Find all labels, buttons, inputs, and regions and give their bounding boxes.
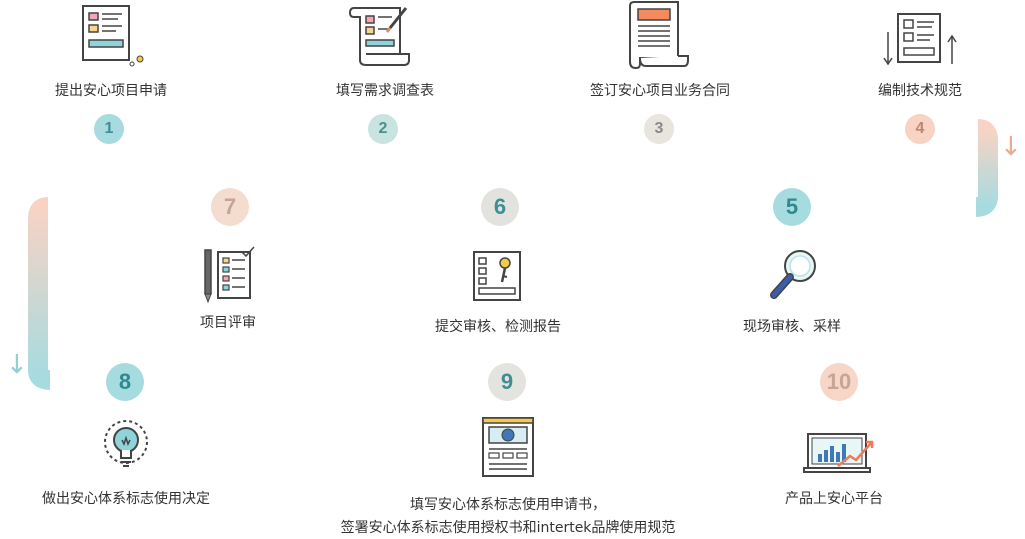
laptop-chart-icon	[803, 433, 874, 473]
step-label: 编制技术规范	[878, 83, 962, 99]
step-number: 8	[106, 363, 144, 401]
step-number: 7	[211, 188, 249, 226]
step-number: 10	[820, 363, 858, 401]
step-number: 5	[773, 188, 811, 226]
form-document-icon	[82, 5, 144, 67]
step-label: 提出安心项目申请	[55, 83, 167, 99]
contract-scroll-icon	[629, 1, 689, 70]
step-label-line1: 填写安心体系标志使用申请书，	[410, 497, 606, 513]
step-number: 3	[644, 114, 674, 144]
step-number: 2	[368, 114, 398, 144]
step-label: 产品上安心平台	[785, 491, 883, 507]
down-arrow-icon: ↓	[1000, 132, 1022, 162]
step-number: 6	[481, 188, 519, 226]
step-number: 4	[905, 114, 935, 144]
step-label: 签订安心项目业务合同	[590, 83, 730, 99]
step-label: 填写需求调查表	[336, 83, 434, 99]
step-label: 提交审核、检测报告	[435, 319, 561, 335]
step-label: 现场审核、采样	[743, 319, 841, 335]
spec-document-icon	[883, 13, 957, 66]
step-label-line2: 签署安心体系标志使用授权书和intertek品牌使用规范	[340, 520, 676, 536]
step-label: 项目评审	[200, 315, 256, 331]
document-key-icon	[473, 251, 521, 301]
lightbulb-icon	[104, 420, 148, 467]
step-number: 1	[94, 114, 124, 144]
step-number: 9	[488, 363, 526, 401]
step-label: 做出安心体系标志使用决定	[42, 491, 210, 507]
clipboard-pen-icon	[204, 246, 255, 304]
down-arrow-icon: ↓	[6, 350, 28, 380]
magnifier-icon	[770, 250, 816, 299]
application-form-icon	[482, 417, 534, 477]
scroll-form-icon	[348, 7, 410, 66]
